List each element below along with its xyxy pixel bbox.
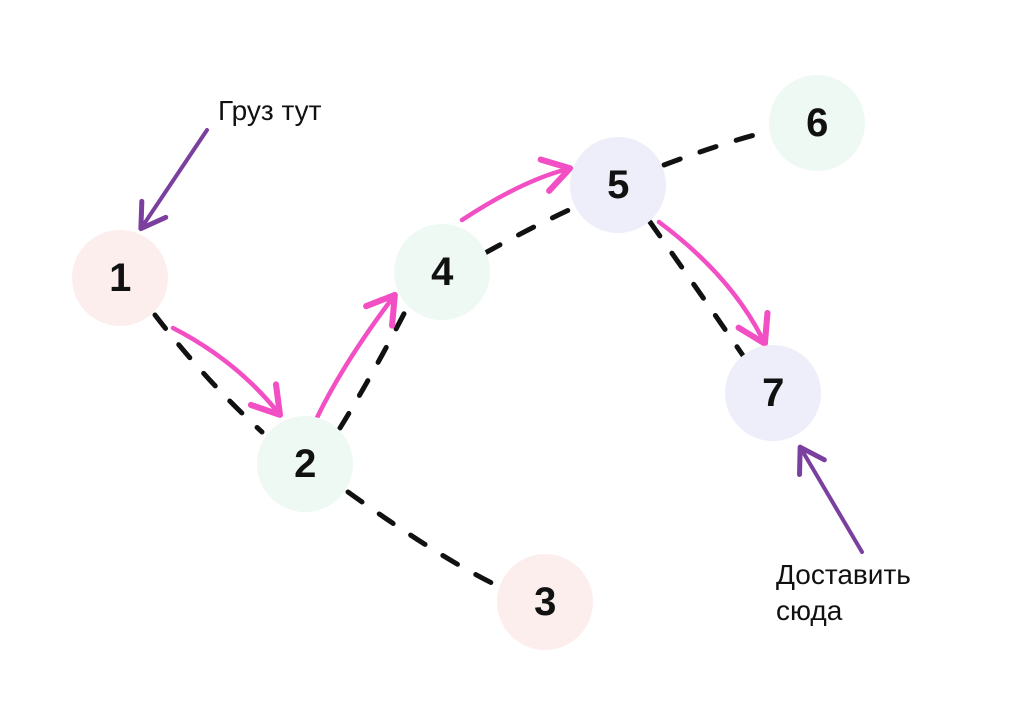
dashed-edge-4-5 [482, 206, 574, 256]
route-node-7[interactable]: 7 [725, 345, 821, 441]
purple-annotation-arrows-group [138, 128, 864, 554]
route-node-4-label: 4 [431, 250, 453, 294]
deliver-here-label: Доставить сюда [776, 559, 911, 626]
cargo-here-arrow [138, 128, 209, 232]
route-node-3[interactable]: 3 [497, 554, 593, 650]
route-node-6[interactable]: 6 [769, 75, 865, 171]
pink-arrow-1-2 [170, 325, 284, 418]
route-node-1[interactable]: 1 [72, 230, 168, 326]
pink-arrow-4-5 [459, 156, 574, 223]
dashed-edge-5-6 [661, 128, 773, 168]
route-node-2-label: 2 [294, 442, 316, 486]
dashed-edge-1-2 [152, 312, 265, 435]
dashed-edge-2-4 [337, 303, 411, 431]
pink-route-arrows-group [170, 156, 771, 427]
route-node-5-label: 5 [607, 163, 629, 207]
pink-arrow-5-7 [656, 219, 771, 347]
deliver-here-arrow [797, 444, 864, 554]
route-node-2[interactable]: 2 [257, 416, 353, 512]
pink-arrow-2-4 [311, 291, 398, 427]
dashed-edge-2-3 [345, 489, 501, 589]
route-node-7-label: 7 [762, 371, 784, 415]
cargo-here-label: Груз тут [218, 95, 322, 126]
dashed-edge-5-7 [647, 219, 747, 360]
route-node-6-label: 6 [806, 101, 828, 145]
route-node-4[interactable]: 4 [394, 224, 490, 320]
route-node-3-label: 3 [534, 580, 556, 624]
dashed-edges-group [152, 128, 773, 589]
route-node-5[interactable]: 5 [570, 137, 666, 233]
route-node-1-label: 1 [109, 256, 131, 300]
